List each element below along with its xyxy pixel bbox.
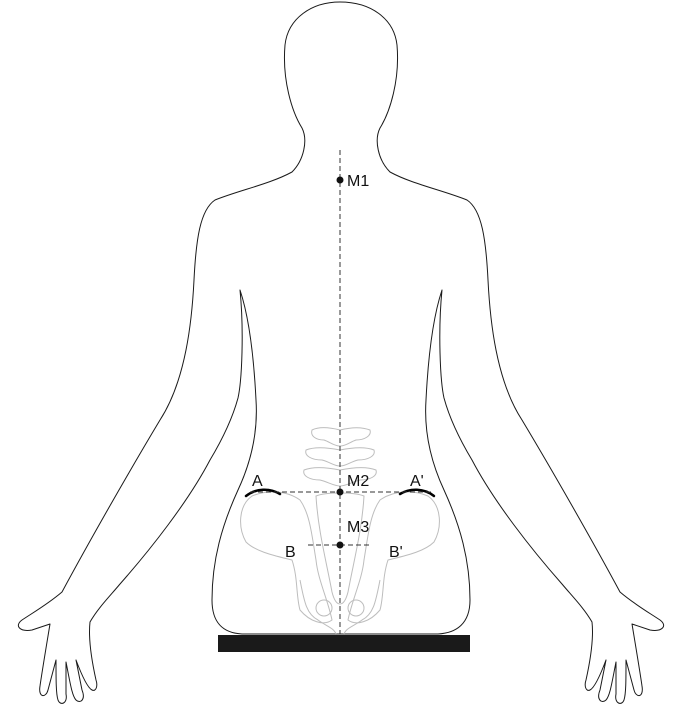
label-a-prime: A'	[410, 473, 424, 490]
body-silhouette	[18, 2, 663, 703]
label-m1: M1	[347, 173, 369, 190]
point-m3	[337, 542, 344, 549]
label-m2: M2	[347, 473, 369, 490]
label-b-prime: B'	[389, 544, 403, 561]
label-a: A	[252, 473, 263, 490]
left-ischium	[300, 580, 336, 634]
right-ischium	[344, 580, 380, 634]
label-b: B	[285, 544, 296, 561]
point-m2	[337, 489, 344, 496]
label-m3: M3	[347, 519, 369, 536]
right-obturator	[348, 600, 364, 616]
base-platform	[218, 635, 470, 652]
point-m1	[337, 177, 344, 184]
left-obturator	[316, 600, 332, 616]
